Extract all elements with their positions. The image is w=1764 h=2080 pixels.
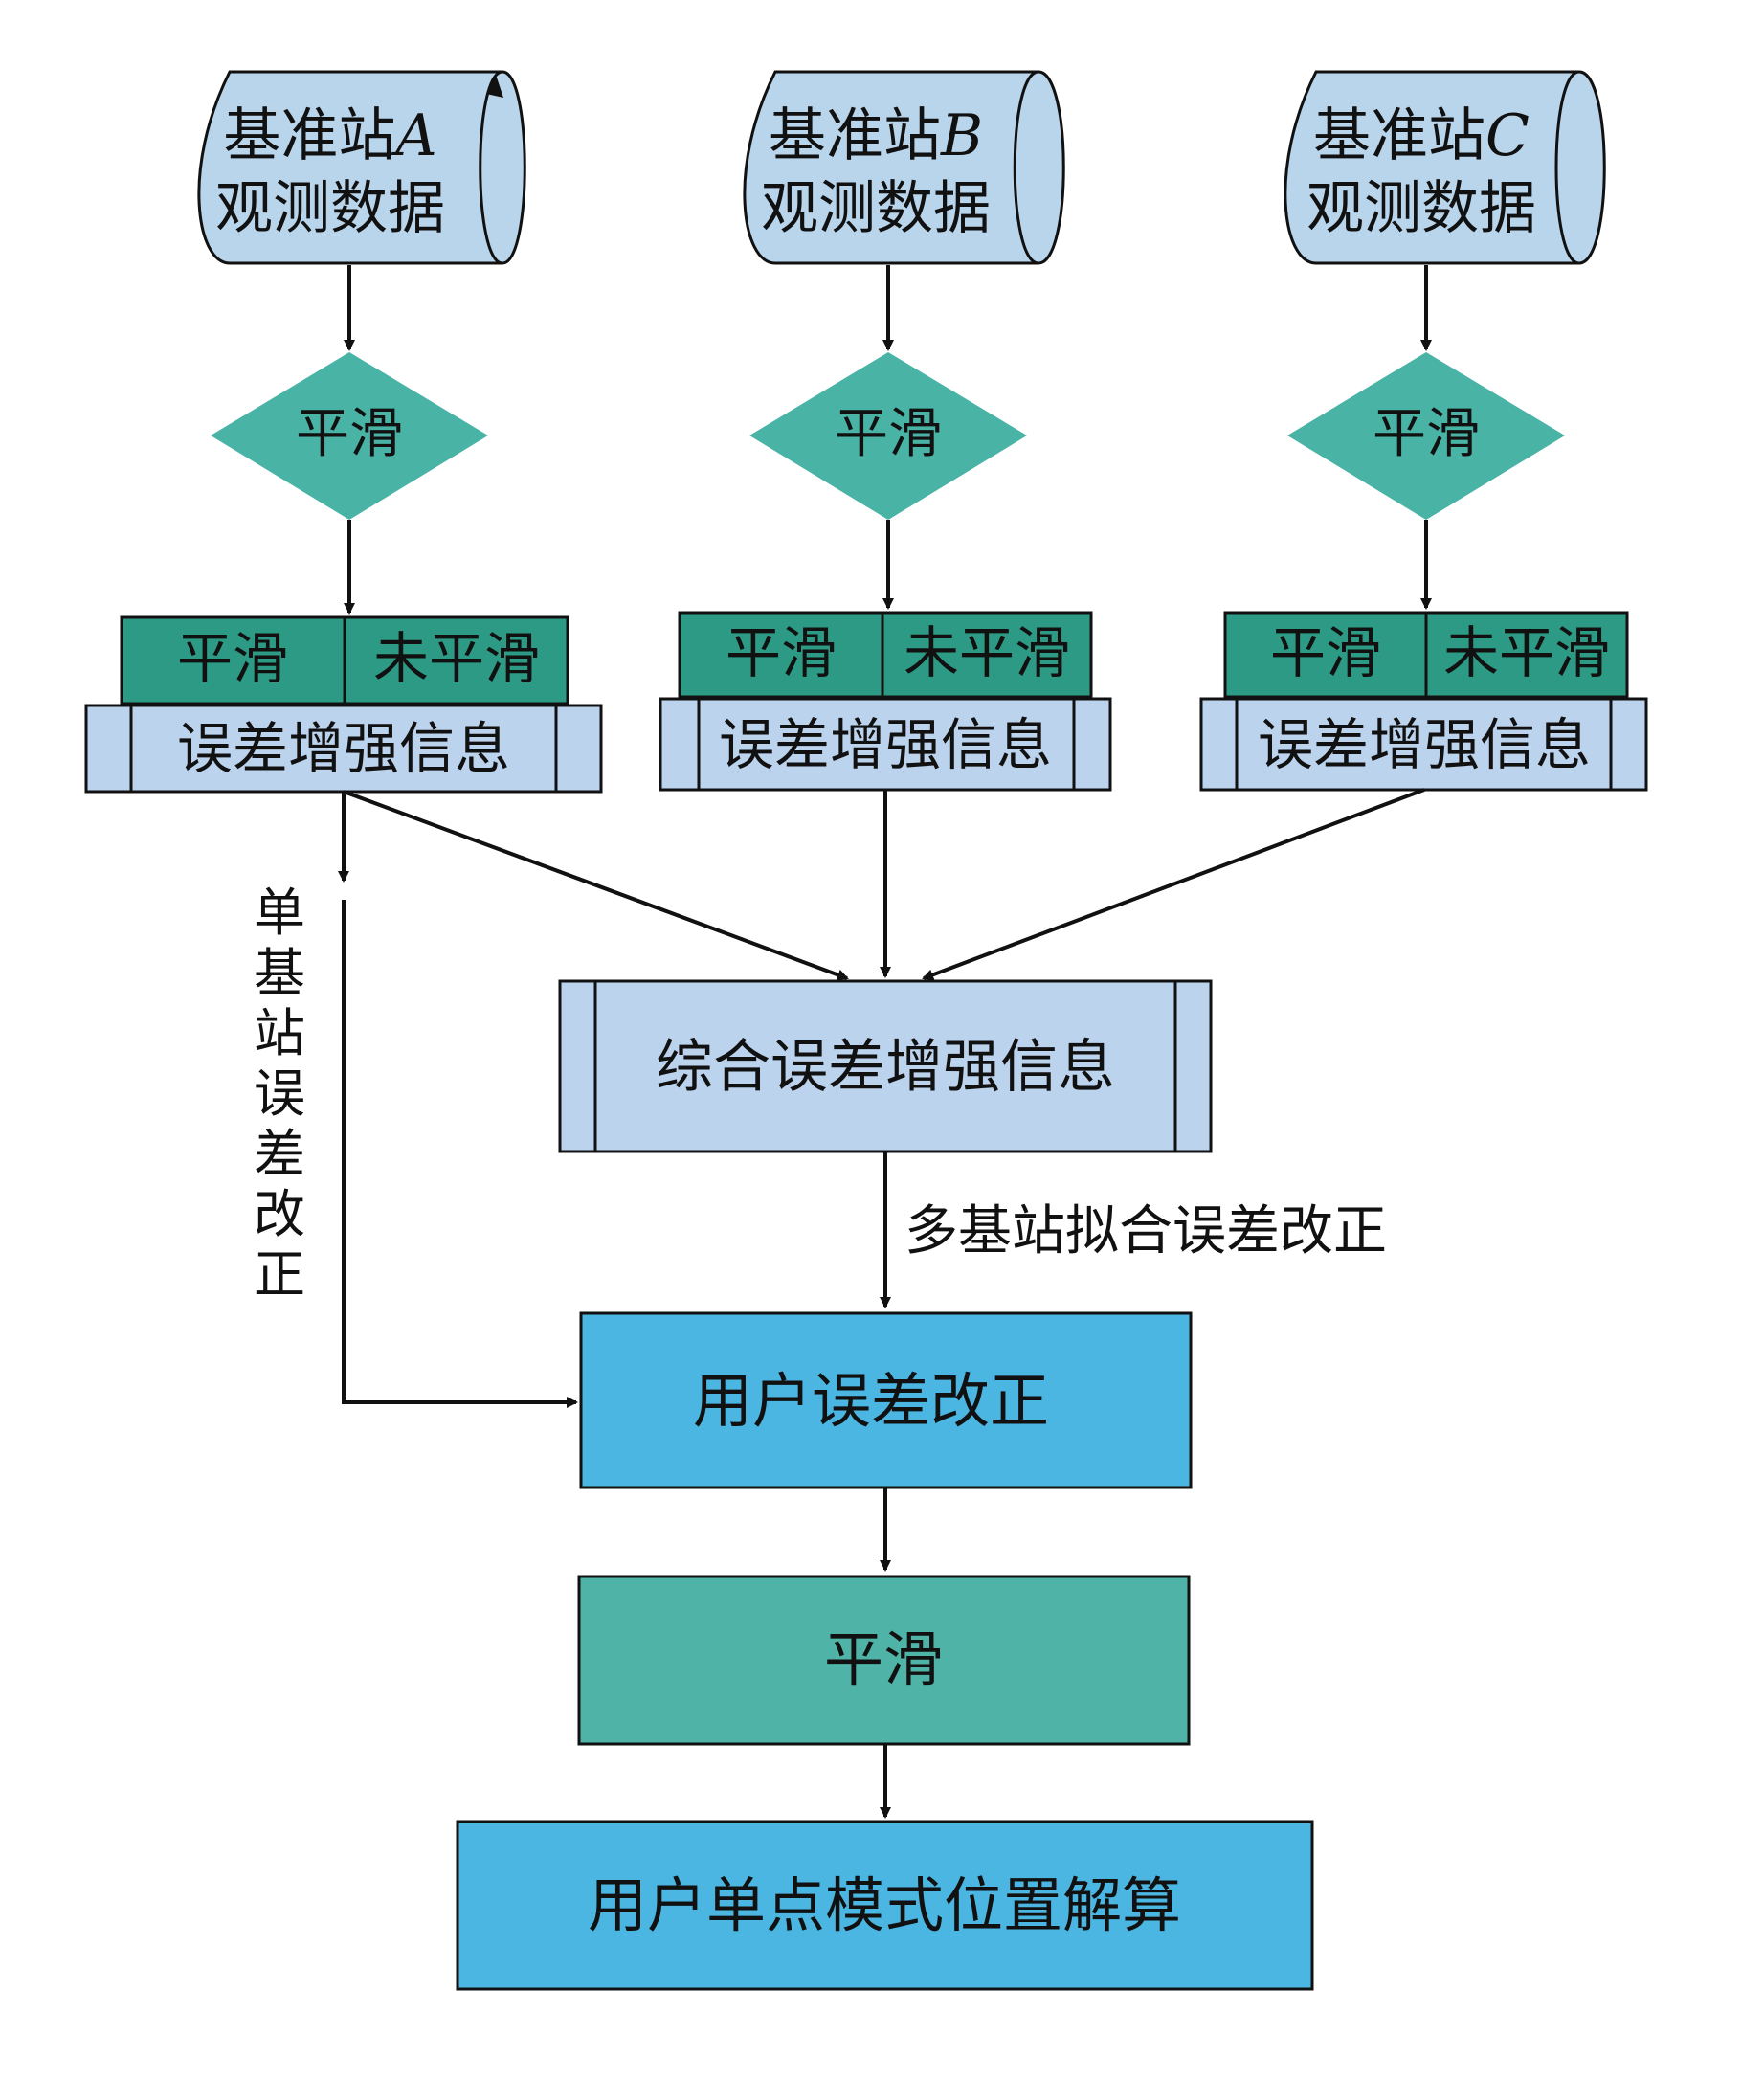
svg-text:基准站A: 基准站A — [223, 102, 436, 169]
multi-station-label: 多基站拟合误差改正 — [904, 1200, 1387, 1263]
final-smooth-box: 平滑 — [577, 1575, 1191, 1746]
svg-text:单: 单 — [254, 883, 305, 943]
svg-text:误: 误 — [254, 1063, 305, 1124]
svg-text:基准站C: 基准站C — [1313, 102, 1530, 169]
station-a-cylinder: 基准站A 观测数据 — [197, 70, 526, 265]
station-b-enhancement-label: 误差增强信息 — [719, 712, 1052, 777]
station-c-smooth-label: 平滑 — [1373, 403, 1480, 465]
station-c-name: 基准站 — [1313, 102, 1485, 169]
arrow-a-to-combined — [343, 790, 849, 981]
user-correction-box: 用户误差改正 — [579, 1311, 1193, 1489]
station-a-enhancement-label: 误差增强信息 — [177, 716, 510, 781]
station-b-cylinder: 基准站B 观测数据 — [743, 70, 1065, 265]
station-c-smooth-decision: 平滑 — [1287, 352, 1565, 520]
user-correction-label: 用户误差改正 — [693, 1366, 1049, 1436]
station-c-enhancement-label: 误差增强信息 — [1258, 712, 1591, 777]
station-b-split-box: 平滑 未平滑 — [678, 611, 1093, 699]
combined-enhancement-box: 综合误差增强信息 — [558, 979, 1213, 1153]
station-b-smoothed: 平滑 — [726, 620, 837, 685]
station-a-smooth-decision: 平滑 — [211, 352, 488, 520]
station-a-letter: A — [391, 102, 436, 169]
station-c-smoothed: 平滑 — [1270, 620, 1381, 685]
arrow-c-to-combined — [922, 788, 1425, 981]
station-c-observation: 观测数据 — [1306, 175, 1536, 242]
station-b-smooth-decision: 平滑 — [749, 352, 1027, 520]
svg-text:基准站B: 基准站B — [769, 102, 983, 169]
station-a-unsmoothed: 未平滑 — [373, 626, 540, 691]
station-c-unsmoothed: 未平滑 — [1443, 620, 1610, 685]
station-a-smoothed: 平滑 — [177, 626, 288, 691]
svg-text:站: 站 — [254, 1003, 305, 1063]
user-solution-label: 用户单点模式位置解算 — [588, 1870, 1181, 1940]
svg-text:基: 基 — [254, 943, 305, 1003]
station-a-split-box: 平滑 未平滑 — [120, 615, 569, 705]
station-c-letter: C — [1485, 102, 1530, 169]
single-station-label: 单 基 站 误 差 改 正 — [254, 883, 305, 1305]
station-a-enhancement-box: 误差增强信息 — [84, 704, 603, 794]
svg-text:正: 正 — [254, 1244, 305, 1305]
station-b-name: 基准站 — [769, 102, 941, 169]
svg-text:改: 改 — [254, 1184, 305, 1244]
svg-text:差: 差 — [254, 1124, 305, 1184]
combined-enhancement-label: 综合误差增强信息 — [656, 1034, 1115, 1101]
station-a-smooth-label: 平滑 — [296, 403, 403, 465]
station-c-enhancement-box: 误差增强信息 — [1199, 697, 1648, 792]
station-c-split-box: 平滑 未平滑 — [1223, 611, 1629, 699]
arrow-single-station-to-user — [342, 900, 578, 1408]
final-smooth-label: 平滑 — [824, 1624, 943, 1694]
station-c-cylinder: 基准站C 观测数据 — [1284, 70, 1606, 265]
user-solution-box: 用户单点模式位置解算 — [456, 1820, 1314, 1991]
station-a-observation: 观测数据 — [215, 175, 445, 242]
station-b-letter: B — [940, 102, 983, 169]
station-a-name: 基准站 — [223, 102, 395, 169]
station-b-enhancement-box: 误差增强信息 — [659, 697, 1112, 792]
station-b-smooth-label: 平滑 — [835, 403, 942, 465]
station-b-observation: 观测数据 — [761, 175, 991, 242]
station-b-unsmoothed: 未平滑 — [904, 620, 1070, 685]
